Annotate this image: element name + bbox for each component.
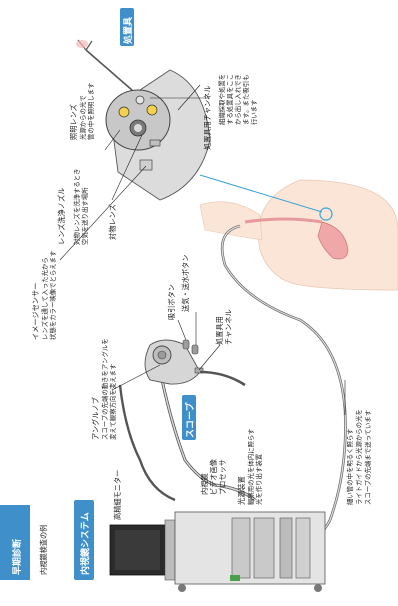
video-processor-line-1: 内視鏡 — [200, 473, 209, 495]
stomach-organ — [317, 221, 349, 260]
label-suction-button: 吸引ボタン — [167, 284, 176, 320]
angle-knob-line-2: スコープの先端の動きをアングルを — [100, 338, 109, 440]
light-guide-line-1: 細い管の中を明るく照らす — [345, 428, 354, 505]
forceps-port — [194, 367, 204, 374]
forceps-desc-line-4: ます。また吸引も — [241, 75, 250, 126]
focus-circle — [319, 207, 333, 221]
illumination-lens-line-2: 光源からの光で — [78, 95, 87, 140]
illumination-lens-line-3: 管の中を照明します — [86, 82, 95, 140]
image-sensor-line-1: イメージセンサー — [31, 283, 40, 340]
image-sensor-line-3: 状態をカラー映像でとらえます — [48, 251, 57, 340]
video-processor-line-3: プロセッサ — [218, 459, 227, 495]
nozzle-line-1: レンズ洗浄ノズル — [57, 188, 66, 245]
labels: 高精細モニター 内視鏡 ビデオ画像 プロセッサ 光源装置 観察用の光を体内に照ら… — [31, 74, 372, 520]
label-image-sensor: イメージセンサー レンズを通して入った光から 状態をカラー映像でとらえます — [31, 251, 57, 340]
label-objective-lens: 対物レンズ — [108, 204, 117, 240]
scope-cable — [118, 224, 347, 547]
forceps-channel-handle-line-2: チャンネル — [224, 309, 233, 345]
forceps-desc-line-2: する処置具をここ — [225, 74, 234, 125]
label-air-water-button: 送気・送水ボタン — [181, 254, 190, 312]
label-light-guide: 細い管の中を明るく照らす ライトガイドから光源からの光を スコープの先端まで送っ… — [345, 409, 372, 505]
zoom-pointer-line — [199, 174, 323, 213]
light-source-line-1: 光源装置 — [237, 476, 246, 505]
image-sensor-line-2: レンズを通して入った光から — [40, 257, 49, 340]
label-monitor: 高精細モニター — [113, 470, 122, 520]
leader-lines — [59, 84, 346, 415]
nozzle-line-2: 対物レンズを洗浄するとき — [72, 168, 81, 245]
label-forceps-channel-tip: 処置具用チャンネル — [203, 86, 212, 150]
patient-illustration — [199, 179, 398, 291]
light-guide-line-2: ライトガイドから光源からの光を — [354, 409, 363, 505]
label-illumination-lens: 照明レンズ 光源からの光で 管の中を照明します — [69, 82, 95, 140]
patient-head — [199, 201, 263, 241]
label-video-processor: 内視鏡 ビデオ画像 プロセッサ — [200, 459, 227, 495]
label-nozzle: レンズ洗浄ノズル 対物レンズを洗浄するとき 空気を送り出す場所 — [57, 168, 89, 245]
illumination-lens-line-1: 照明レンズ — [69, 104, 78, 140]
distal-tip-zoom — [76, 39, 211, 201]
system-tag: 内視鏡システム — [79, 512, 91, 575]
forceps-channel-handle-line-1: 処置具用 — [215, 316, 224, 345]
tool-tag: 処置具 — [122, 17, 134, 45]
tool-tag-group: 処置具 — [120, 8, 134, 46]
esophagus — [244, 217, 323, 224]
scope-tag: スコープ — [184, 402, 196, 438]
light-source-unit — [253, 517, 275, 579]
angle-knob-line-3: 変えて観察方向を変えます — [108, 364, 117, 440]
label-forceps-description: 組織採取や処置を する処置具をここ から出し入れでき ます。また吸引も 行います — [217, 74, 258, 125]
light-guide-line-3: スコープの先端まで送っています — [363, 410, 372, 505]
equipment-cart — [109, 511, 326, 592]
illumination-lens-2 — [146, 104, 158, 116]
image-sensor-chip — [139, 159, 153, 171]
video-processor-line-2: ビデオ画像 — [209, 459, 218, 495]
video-processor-unit — [231, 517, 251, 579]
page-title: 早期診断 — [11, 539, 23, 575]
angle-knob-line-1: アングルノブ — [91, 397, 100, 440]
nozzle-line-3: 空気を送り出す場所 — [80, 187, 89, 245]
cart-wheel — [178, 584, 186, 592]
label-light-source: 光源装置 観察用の光を体内に照らす 光を作り出す装置 — [237, 428, 263, 505]
forceps-desc-line-3: から出し入れでき — [233, 74, 242, 125]
header: 早期診断 内視鏡検査の例 内視鏡システム — [0, 500, 94, 580]
forceps-desc-line-5: 行います — [249, 99, 258, 125]
light-source-line-2: 観察用の光を体内に照らす — [246, 428, 255, 505]
scope-tag-badge — [182, 395, 196, 440]
scope-tag-group: スコープ — [182, 395, 196, 440]
illumination-lens-1 — [118, 106, 130, 118]
status-indicator — [230, 575, 240, 581]
system-tag-badge — [74, 500, 94, 580]
cart-wheel — [314, 584, 322, 592]
label-angle-knob: アングルノブ スコープの先端の動きをアングルを 変えて観察方向を変えます — [91, 338, 117, 440]
endoscope-handle — [144, 339, 246, 387]
light-source-line-3: 光を作り出す装置 — [254, 453, 263, 505]
suction-button — [182, 339, 190, 350]
air-water-button — [191, 344, 199, 355]
forceps-channel-opening — [135, 95, 145, 105]
page-subtitle: 内視鏡検査の例 — [39, 525, 48, 575]
label-forceps-channel-handle: 処置具用 チャンネル — [215, 309, 233, 345]
header-badge — [0, 505, 30, 580]
tool-tag-badge — [120, 8, 134, 46]
nozzle-shape — [149, 139, 161, 147]
forceps-desc-line-1: 組織採取や処置を — [217, 74, 226, 125]
